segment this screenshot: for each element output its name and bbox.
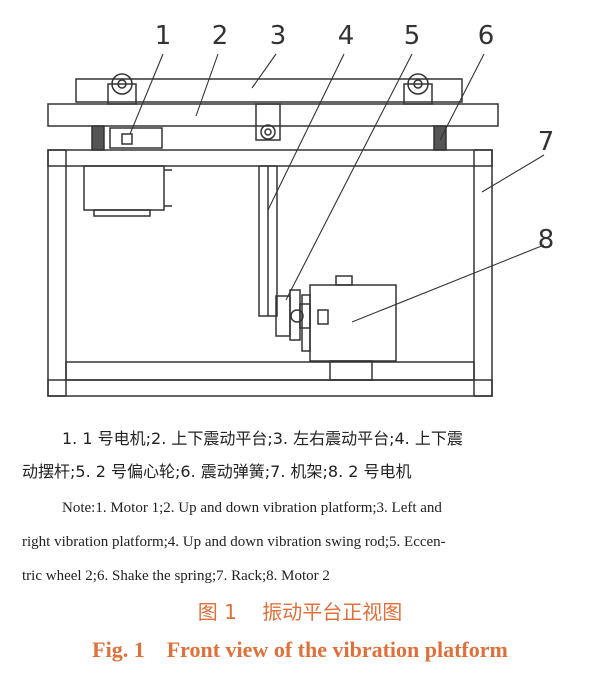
eccentric-wheel	[275, 289, 311, 341]
legend-en-line-1: Note:1. Motor 1;2. Up and down vibration…	[62, 500, 442, 516]
left-roller	[107, 73, 137, 105]
right-roller	[403, 73, 433, 105]
label-6: 6	[478, 21, 495, 51]
leader-lines	[129, 53, 545, 323]
label-8: 8	[538, 225, 555, 255]
legend-cn-line-1: 1. 1 号电机;2. 上下震动平台;3. 左右震动平台;4. 上下震	[62, 429, 463, 448]
legend-en-line-2: right vibration platform;4. Up and down …	[22, 534, 446, 550]
label-2: 2	[212, 21, 229, 51]
label-4: 4	[338, 21, 355, 51]
motor-1	[83, 127, 172, 217]
up-down-vibration-platform	[47, 103, 499, 127]
label-3: 3	[270, 21, 287, 51]
right-spring	[433, 125, 447, 151]
left-right-vibration-platform	[75, 78, 463, 103]
figure-title-en: Fig. 1 Front view of the vibration platf…	[92, 637, 508, 662]
vibration-platform-diagram: 1 2 3 4 5 6 7 8	[47, 21, 555, 397]
figure-title-cn: 图 1 振动平台正视图	[197, 600, 403, 624]
rack-frame	[47, 149, 493, 397]
label-5: 5	[404, 21, 421, 51]
legend-en-line-3: tric wheel 2;6. Shake the spring;7. Rack…	[22, 568, 330, 584]
left-spring	[91, 125, 105, 151]
legend-cn-line-2: 动摆杆;5. 2 号偏心轮;6. 震动弹簧;7. 机架;8. 2 号电机	[22, 462, 412, 481]
label-1: 1	[155, 21, 172, 51]
swing-rod-bracket	[255, 103, 281, 141]
motor-2	[301, 275, 397, 381]
swing-rod	[258, 165, 278, 317]
label-7: 7	[538, 127, 555, 157]
